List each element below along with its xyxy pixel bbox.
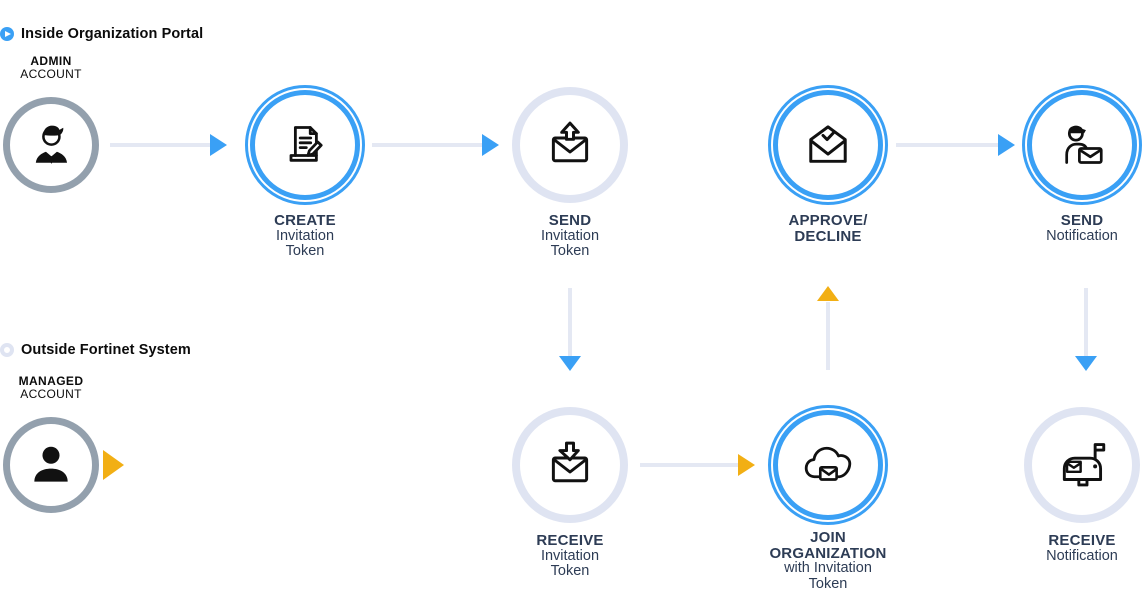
arrowhead-join-to-approve xyxy=(817,286,839,301)
send-notification-label: SEND Notification xyxy=(1046,212,1118,244)
create-label: CREATE Invitation Token xyxy=(274,212,336,259)
legend-inside-organization: Inside Organization Portal xyxy=(0,26,203,42)
envelope-down-icon xyxy=(551,441,589,483)
arrow-line-send-to-receive xyxy=(568,288,572,356)
managed-account-label: MANAGED ACCOUNT xyxy=(18,374,84,401)
node-managed-account xyxy=(3,417,99,513)
send-token-label: SEND Invitation Token xyxy=(540,212,600,259)
arrow-line-admin-to-create xyxy=(110,143,210,147)
arrowhead-sendnotif-to-receivenotif xyxy=(1075,356,1097,371)
node-receive-invitation-token xyxy=(512,407,628,523)
inside-portal-legend-icon xyxy=(0,27,14,41)
mailman-icon xyxy=(1065,125,1103,164)
node-join-organization xyxy=(768,405,888,525)
receive-token-label: RECEIVE Invitation Token xyxy=(536,532,604,579)
join-organization-label: JOIN ORGANIZATION with Invitation Token xyxy=(769,529,887,591)
node-approve-decline xyxy=(768,85,888,205)
legend-outside-fortinet: Outside Fortinet System xyxy=(0,342,191,358)
approve-decline-label: APPROVE/ DECLINE xyxy=(788,212,868,245)
arrow-line-join-to-approve xyxy=(826,302,830,370)
arrow-line-sendnotif-to-receivenotif xyxy=(1084,288,1088,356)
legend-inside-label: Inside Organization Portal xyxy=(21,26,204,42)
mailbox-icon xyxy=(1062,443,1106,487)
outside-system-legend-icon xyxy=(0,343,14,357)
arrowhead-admin-to-create xyxy=(210,134,227,156)
legend-outside-label: Outside Fortinet System xyxy=(21,342,191,358)
node-create-invitation-token xyxy=(245,85,365,205)
arrowhead-create-to-send xyxy=(482,134,499,156)
cloud-envelope-icon xyxy=(804,446,852,481)
admin-account-label: ADMIN ACCOUNT xyxy=(20,54,82,81)
envelope-check-icon xyxy=(809,125,847,163)
arrow-line-receive-to-join xyxy=(640,463,738,467)
node-send-invitation-token xyxy=(512,87,628,203)
receive-notification-label: RECEIVE Notification xyxy=(1046,532,1118,564)
arrowhead-send-to-receive xyxy=(559,356,581,371)
document-pen-icon xyxy=(289,126,323,162)
node-send-notification xyxy=(1022,85,1142,205)
node-admin-account xyxy=(3,97,99,193)
arrow-line-create-to-send xyxy=(372,143,482,147)
arrow-line-approve-to-sendnotif xyxy=(896,143,998,147)
envelope-up-icon xyxy=(551,121,589,163)
arrowhead-approve-to-sendnotif xyxy=(998,134,1015,156)
arrowhead-receive-to-join xyxy=(738,454,755,476)
node-receive-notification xyxy=(1024,407,1140,523)
user-icon xyxy=(34,446,68,482)
arrowhead-managed-account xyxy=(103,450,124,480)
businessman-icon xyxy=(35,125,68,164)
